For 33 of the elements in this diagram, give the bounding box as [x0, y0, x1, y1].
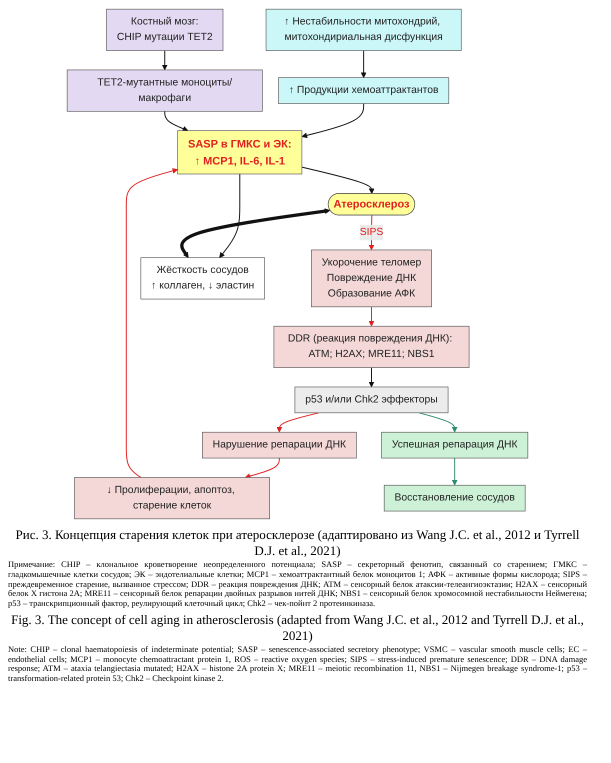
arrow: [180, 208, 330, 258]
arrow: [368, 306, 374, 326]
node-box: TET2-мутантные моноциты/макрофаги: [66, 70, 263, 112]
figure-caption: Fig. 3. The concept of cell aging in atherosclerosis (adapted from Wang J.C. et al., 2012 and Tyrrell D.J. et al., 2021): [10, 612, 585, 644]
arrow: [452, 458, 458, 486]
node-box: Успешная репарация ДНК: [381, 432, 528, 458]
node-box: ↑ Нестабильности митохондрий, митохондириальная дисфункция: [266, 8, 462, 51]
arrow: [126, 168, 178, 478]
node-box: Нарушение репарации ДНК: [202, 432, 357, 458]
edge-label: SIPS: [360, 226, 384, 238]
node-box: Восстановление сосудов: [384, 484, 526, 512]
note-text: Примечание: CHIP – клональное кроветворение неопределенного потенциала; SASP – секреторный фенотип, связанный со старением; ГМКС – гладкомышечные клетки сосудов; ЭК – эндотелиальные клетки; MCP1 – хемоаттрактантный белок моноцитов 1; АФК – активные формы кислорода; SIPS – преждевременное старение, вызванное стрессом; DDR – реакция повреждения ДНК; ATM – сенсорный белок атаксии-телеангиоэктазии; H2AX – сенсорный белок X гистона 2A; MRE11 – сенсорный белок репарации двойных разрывов нитей ДНК; NBS1 – сенсорный белок хромосомной нестабильности Неймегена; p53 – транскрипционный фактор, реулирующий клеточный цикл; Chk2 – чек-пойнт 2 протеинкиназа.: [8, 560, 587, 609]
node-box: p53 и/или Chk2 эффекторы: [294, 386, 448, 414]
arrow: [244, 458, 280, 479]
figure-caption: Рис. 3. Концепция старения клеток при атеросклерозе (адаптировано из Wang J.C. et al., 2012 и Tyrrell D.J. et al., 2021): [14, 527, 580, 559]
note-text: Note: CHIP – clonal haematopoiesis of indeterminate potential; SASP – senescence-associated secretory phenotype; VSMC – vascular smooth muscle cells; EC – endothelial cells; MCP1 – monocyte chemoattractant protein 1, ROS – reactive oxygen species; SIPS – stress-induced premature senescence; DDR – DNA damage response; ATM – ataxia telangiectasia mutated; H2AX – histone 2A protein X; MRE11 – meiotic recombination 11, NBS1 – Nijmegen breakage syndrome-1; p53 – transformation-related protein 53; Chk2 – Checkpoint kinase 2.: [8, 644, 587, 684]
arrow: [368, 367, 374, 388]
arrow: [219, 174, 240, 258]
arrow: [368, 214, 374, 250]
arrow: [162, 50, 168, 70]
node-box: DDR (реакция повреждения ДНК): ATM; H2AX; MRE11; NBS1: [274, 326, 470, 368]
node-box: SASP в ГМКС и ЭК: ↑ MCP1, IL-6, IL-1: [177, 130, 302, 174]
node-box: Укорочение теломер Повреждение ДНК Образование АФК: [311, 250, 432, 308]
node-box: Жёсткость сосудов ↑ коллаген, ↓ эластин: [140, 257, 265, 300]
node-box: ↓ Пролиферации, апоптоз, старение клеток: [74, 477, 270, 520]
node-box: Костный мозг: CHIP мутации TET2: [106, 8, 224, 51]
node-box: ↑ Продукции хемоаттрактантов: [278, 77, 450, 104]
arrow: [276, 412, 320, 432]
arrow: [360, 50, 366, 78]
arrow: [302, 103, 364, 138]
arrow: [164, 110, 188, 132]
arrow: [301, 166, 374, 194]
arrow: [418, 412, 458, 432]
